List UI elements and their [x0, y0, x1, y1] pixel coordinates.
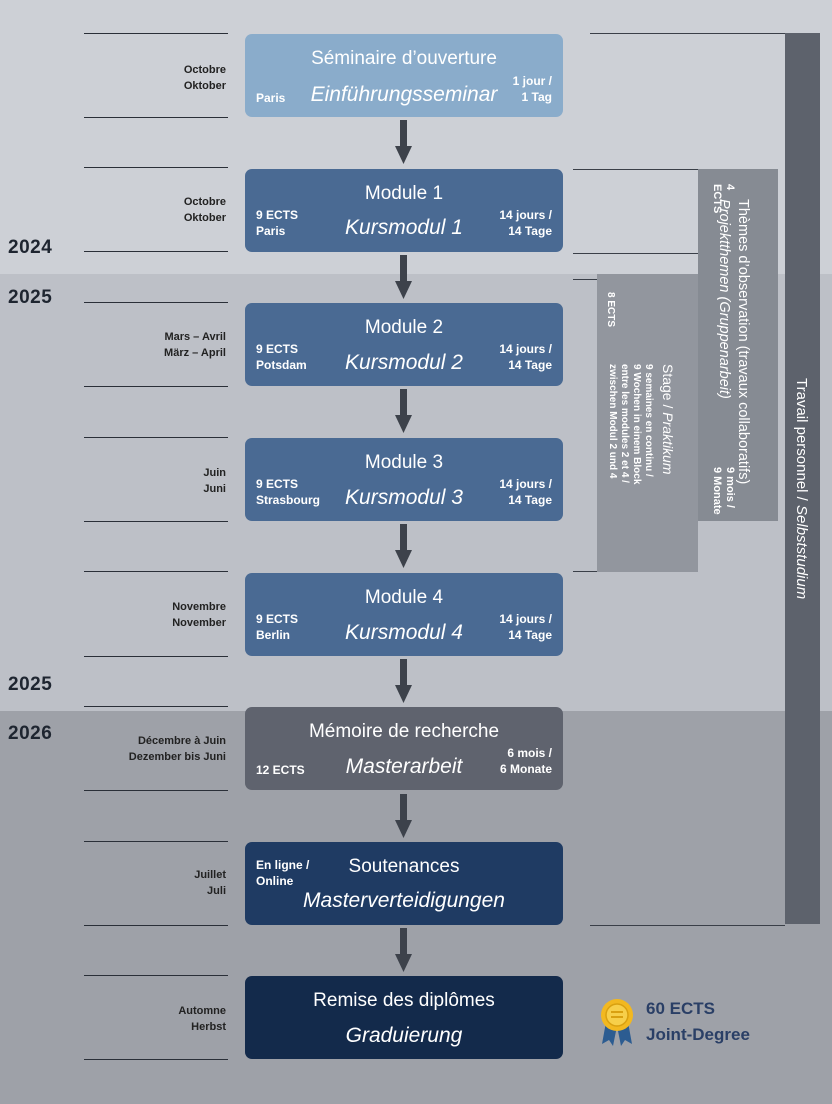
defense-mode: En ligne /Online [256, 858, 310, 888]
thesis-duration: 6 mois /6 Monate [499, 746, 552, 776]
stage-title: Stage / Praktikum [660, 364, 676, 475]
module-1-title: Module 1 [364, 183, 444, 204]
module-2-duration: 14 jours /14 Tage [499, 342, 552, 372]
guide-line [84, 437, 228, 438]
personal-bracket [590, 33, 785, 926]
graduation-box: Remise des diplômes Graduierung [245, 976, 563, 1059]
guide-line [84, 1059, 228, 1060]
graduation-title: Remise des diplômes [313, 990, 495, 1011]
defense-box: Soutenances Masterverteidigungen En lign… [245, 842, 563, 925]
guide-line [84, 975, 228, 976]
module-4-title: Module 4 [364, 587, 444, 608]
guide-line [84, 251, 228, 252]
guide-line [84, 302, 228, 303]
arrow-down-icon [395, 928, 412, 972]
arrow-down-icon [395, 120, 412, 164]
module-3-duration: 14 jours /14 Tage [499, 477, 552, 507]
guide-line [84, 33, 228, 34]
degree-type: Joint-Degree [646, 1025, 750, 1044]
thesis-ects: 12 ECTS [256, 763, 305, 777]
projects-title: Thèmes d’observation (travaux collaborat… [716, 199, 751, 485]
guide-line [84, 841, 228, 842]
year-label-2026: 2026 [8, 723, 53, 744]
module-1-subtitle: Kursmodul 1 [345, 216, 463, 239]
thesis-title: Mémoire de recherche [308, 721, 500, 742]
year-label-2024: 2024 [8, 237, 53, 258]
medal-icon [601, 999, 633, 1046]
projects-duration: 9 mois /9 Monate [711, 467, 736, 515]
arrow-down-icon [395, 794, 412, 838]
arrow-down-icon [395, 524, 412, 568]
module-4-subtitle: Kursmodul 4 [345, 621, 463, 644]
degree-ects: 60 ECTS [646, 999, 715, 1018]
arrow-down-icon [395, 255, 412, 299]
module-1-duration: 14 jours /14 Tage [499, 208, 552, 238]
seminar-title: Séminaire d’ouverture [311, 48, 497, 69]
guide-line [84, 571, 228, 572]
guide-line [84, 521, 228, 522]
seminar-subtitle: Einführungsseminar [310, 83, 498, 106]
arrow-down-icon [395, 659, 412, 703]
guide-line [84, 656, 228, 657]
seminar-location: Paris [256, 91, 286, 105]
seminar-box: Séminaire d’ouverture Einführungsseminar… [245, 34, 563, 117]
stage-description: 9 semaines en continu /9 Wochen in einem… [607, 364, 654, 485]
module-2-subtitle: Kursmodul 2 [345, 351, 463, 374]
seminar-duration: 1 jour /1 Tag [512, 74, 552, 104]
guide-line [84, 167, 228, 168]
module-2-title: Module 2 [364, 317, 444, 338]
graduation-subtitle: Graduierung [345, 1024, 463, 1047]
guide-line [84, 706, 228, 707]
degree-label: 60 ECTS Joint-Degree [646, 996, 750, 1048]
arrow-down-icon [395, 389, 412, 433]
module-3-subtitle: Kursmodul 3 [345, 486, 463, 509]
module-4-duration: 14 jours /14 Tage [499, 612, 552, 642]
personal-work-label: Travail personnel / Selbststudium [793, 378, 810, 600]
guide-line [84, 790, 228, 791]
personal-work-bar: Travail personnel / Selbststudium [785, 33, 820, 924]
guide-line [84, 386, 228, 387]
year-label-2025-start: 2025 [8, 287, 53, 308]
thesis-subtitle: Masterarbeit [345, 755, 463, 778]
stage-ects: 8 ECTS [605, 292, 616, 328]
thesis-box: Mémoire de recherche Masterarbeit 12 ECT… [245, 707, 563, 790]
guide-line [84, 117, 228, 118]
module-3-title: Module 3 [364, 452, 444, 473]
stage-bar: 8 ECTS Stage / Praktikum 9 semaines en c… [597, 274, 698, 572]
defense-subtitle: Masterverteidigungen [303, 889, 505, 912]
guide-line [84, 925, 228, 926]
defense-title: Soutenances [348, 856, 460, 877]
year-label-2025-end: 2025 [8, 674, 53, 695]
